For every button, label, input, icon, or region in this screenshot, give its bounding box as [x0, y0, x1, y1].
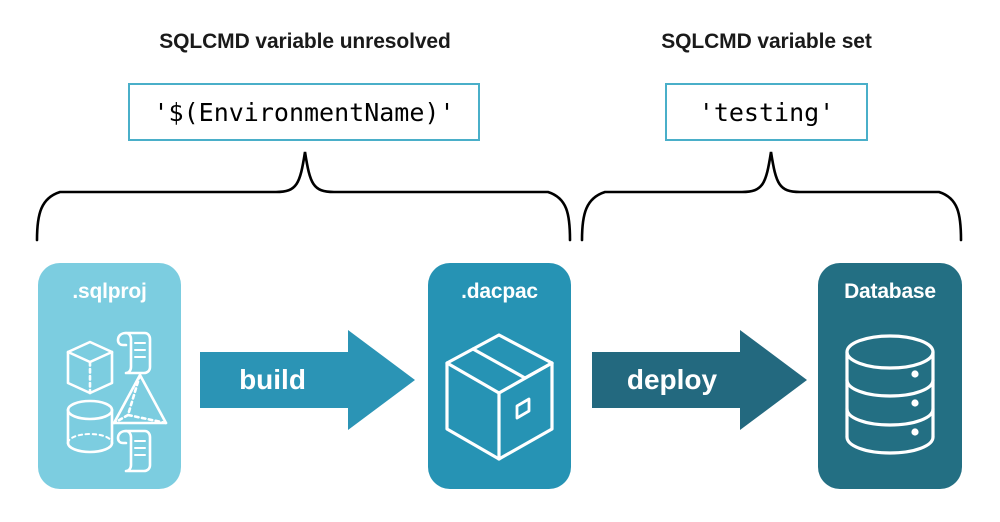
package-box-icon	[445, 333, 554, 461]
scroll-icon	[116, 331, 152, 375]
database-artwork	[845, 334, 935, 455]
code-box-environment-name: '$(EnvironmentName)'	[128, 83, 480, 141]
database-cylinder-icon	[845, 334, 935, 455]
arrow-build: build	[200, 330, 415, 430]
brace-left-icon	[35, 151, 572, 242]
stage-box-database-label: Database	[844, 280, 936, 303]
arrow-deploy-shape	[592, 330, 807, 430]
stage-box-sqlproj: .sqlproj	[38, 263, 181, 489]
code-box-testing: 'testing'	[665, 83, 868, 141]
arrow-deploy: deploy	[592, 330, 807, 430]
brace-right-icon	[580, 151, 963, 242]
cube-icon	[66, 340, 114, 395]
heading-sqlcmd-variable-unresolved: SQLCMD variable unresolved	[159, 30, 451, 53]
stage-box-sqlproj-label: .sqlproj	[72, 280, 147, 303]
dacpac-artwork	[445, 333, 554, 461]
sqlproj-artwork	[66, 331, 168, 473]
stage-box-dacpac-label: .dacpac	[461, 280, 538, 303]
pyramid-icon	[112, 373, 168, 425]
database-status-dots	[911, 370, 919, 436]
stage-box-database: Database	[818, 263, 962, 489]
brace-group	[35, 151, 963, 242]
stage-box-dacpac: .dacpac	[428, 263, 571, 489]
arrow-build-shape	[200, 330, 415, 430]
cylinder-icon	[66, 399, 114, 454]
scroll-icon	[116, 429, 152, 473]
heading-sqlcmd-variable-set: SQLCMD variable set	[661, 30, 872, 53]
